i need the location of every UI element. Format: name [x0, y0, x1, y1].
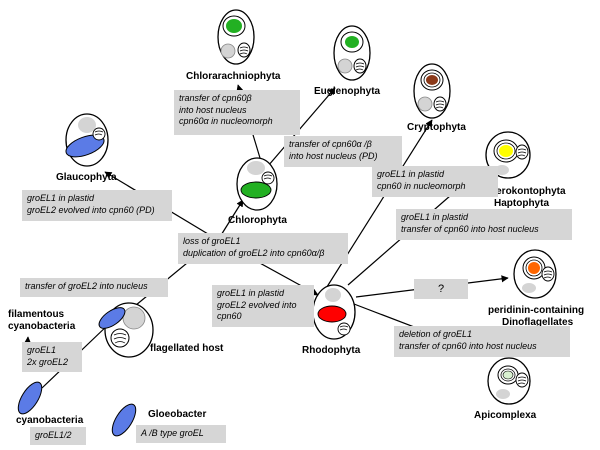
label-cyanobacteria: cyanobacteria	[16, 415, 84, 426]
event-line: transfer of cpn60β	[179, 93, 252, 103]
label-filamentous-cyanobacteria: cyanobacteria	[8, 321, 76, 332]
apicomplexa-cell	[486, 356, 532, 406]
euglenophyta-cell	[332, 24, 372, 82]
label-gloeobacter: Gloeobacter	[148, 409, 207, 420]
label-dinoflagellates: Dinoflagellates	[502, 317, 574, 328]
label-rhodophyta: Rhodophyta	[302, 345, 361, 356]
event-box-cyano: groEL1/2	[30, 427, 86, 445]
event-line: cpn60	[217, 311, 242, 321]
event-line: transfer of cpn60α /β	[289, 139, 372, 149]
label-chlorarachniophyta: Chlorarachniophyta	[186, 71, 281, 82]
event-box-dino: ?	[414, 279, 468, 299]
event-line: deletion of groEL1	[399, 329, 473, 339]
label-chlorophyta: Chlorophyta	[228, 215, 287, 226]
event-line: groEL2 evolved into	[217, 299, 297, 310]
filamentous-cyanobacteria-rod	[95, 305, 129, 331]
event-box-rhodo: groEL1 in plastid groEL2 evolved into cp…	[212, 285, 314, 327]
event-box-gloeo: A /B type groEL	[136, 425, 226, 443]
glaucophyta-cell	[62, 112, 112, 168]
event-line: groEL1	[27, 345, 57, 355]
event-line: 2x groEL2	[27, 356, 69, 367]
cryptophyta-cell	[412, 62, 452, 120]
event-line: ?	[437, 283, 445, 295]
gloeobacter-rod	[104, 400, 144, 440]
event-line: cpn60 in nucleomorph	[377, 180, 466, 191]
event-line: groEL1 in plastid	[401, 212, 469, 222]
event-line: into host nucleus	[179, 104, 247, 115]
event-line: duplication of groEL2 into cpn60α/β	[183, 247, 325, 258]
event-box-api: deletion of groEL1 transfer of cpn60 int…	[394, 326, 570, 357]
event-box-chloro: loss of groEL1 duplication of groEL2 int…	[178, 233, 348, 264]
event-line: loss of groEL1	[183, 236, 241, 246]
event-line: transfer of cpn60 into host nucleus	[399, 340, 537, 351]
event-line: groEL1/2	[35, 430, 72, 440]
dinoflagellate-cell	[512, 248, 558, 300]
event-line: groEL1 in plastid	[217, 288, 285, 298]
event-box-chlorarachnio: transfer of cpn60β into host nucleus cpn…	[174, 90, 300, 135]
rhodophyta-cell	[310, 282, 358, 342]
event-box-glauco: groEL1 in plastid groEL2 evolved into cp…	[22, 190, 172, 221]
event-box-nucleus: transfer of groEL2 into nucleus	[20, 278, 168, 297]
label-haptophyta: Haptophyta	[494, 198, 549, 209]
event-line: A /B type groEL	[141, 428, 204, 438]
event-box-hetero: groEL1 in plastid transfer of cpn60 into…	[396, 209, 572, 240]
event-line: groEL2 evolved into cpn60 (PD)	[27, 204, 155, 215]
edge-chlorophyta-to-euglenophyta	[267, 87, 336, 167]
event-line: into host nucleus (PD)	[289, 150, 378, 161]
label-peridinin: peridinin-containing	[488, 305, 585, 316]
event-line: transfer of groEL2 into nucleus	[25, 281, 148, 291]
label-flagellated-host: flagellated host	[150, 343, 224, 354]
label-filamentous: filamentous	[8, 309, 65, 320]
label-euglenophyta: Euglenophyta	[314, 86, 381, 97]
label-apicomplexa: Apicomplexa	[474, 410, 537, 421]
event-line: transfer of cpn60 into host nucleus	[401, 223, 539, 234]
event-box-euglena: transfer of cpn60α /β into host nucleus …	[284, 136, 402, 167]
chlorarachniophyta-cell	[216, 8, 256, 66]
cyanobacteria-rod	[10, 378, 50, 418]
label-glaucophyta: Glaucophyta	[56, 172, 117, 183]
chlorophyta-cell	[234, 156, 280, 212]
label-heterokontophyta: Heterokontophyta	[480, 186, 566, 197]
event-box-filamentous: groEL1 2x groEL2	[22, 342, 82, 372]
event-box-crypto: groEL1 in plastid cpn60 in nucleomorph	[372, 166, 498, 197]
event-line: groEL1 in plastid	[377, 169, 445, 179]
label-cryptophyta: Cryptophyta	[407, 122, 466, 133]
event-line: groEL1 in plastid	[27, 193, 95, 203]
event-line: cpn60α in nucleomorph	[179, 116, 273, 126]
